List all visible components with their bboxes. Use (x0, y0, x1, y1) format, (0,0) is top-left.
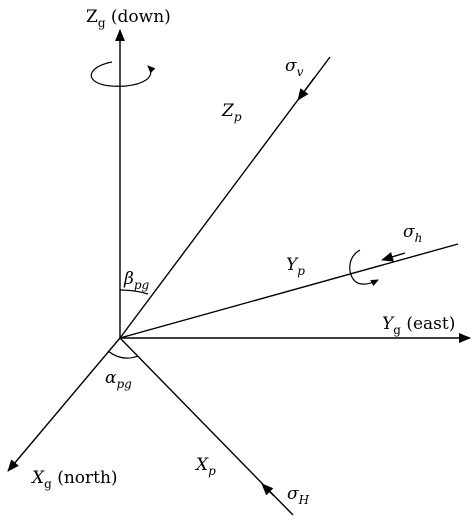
alpha-angle-arc (107, 350, 139, 359)
sigma-v-label: σv (285, 56, 304, 79)
sigma-h-arrow (381, 252, 406, 262)
xg-label: Xg (north) (30, 468, 118, 491)
yp-rotation-icon (349, 249, 379, 287)
beta-angle-arc (119, 289, 149, 295)
yp-label: Yp (286, 255, 305, 278)
sigma-v-arrow (297, 77, 315, 101)
zg-rotation-icon (90, 61, 156, 87)
zp-axis (119, 56, 331, 339)
yg-label: Yg (east) (382, 314, 455, 337)
beta-label: βpg (123, 269, 150, 292)
yp-axis (119, 243, 459, 339)
sigma-h-label: σh (403, 222, 422, 245)
zg-label: Zg (down) (86, 7, 171, 30)
sigma-H-label: σH (287, 484, 310, 507)
alpha-label: αpg (105, 368, 132, 391)
xp-label: Xp (194, 455, 216, 478)
xg-axis (7, 337, 121, 472)
sigma-H-arrow (261, 483, 275, 497)
zp-label: Zp (221, 101, 242, 124)
